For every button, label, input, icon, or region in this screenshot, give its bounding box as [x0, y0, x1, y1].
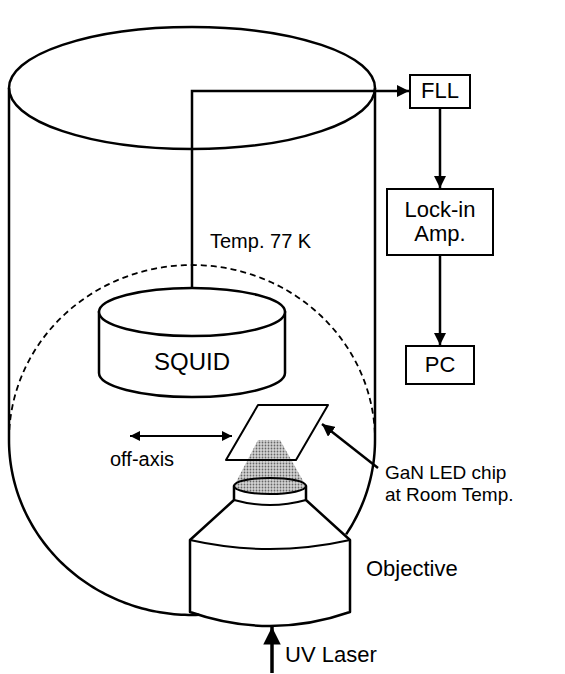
- temperature-label: Temp. 77 K: [210, 230, 311, 252]
- dewar-hidden-edge: [9, 265, 375, 440]
- offaxis-arrow: [130, 435, 232, 437]
- dewar-wall: [374, 88, 377, 440]
- node-text: FLL: [421, 79, 459, 103]
- motion-label: off-axis: [108, 448, 176, 471]
- signal-arrow: [439, 109, 442, 189]
- chip-leader: [322, 424, 378, 468]
- signal-arrow: [192, 91, 409, 287]
- text-block: Lock-in Amp.: [388, 198, 492, 246]
- text-block: FLL: [415, 79, 465, 103]
- text-block: SQUID: [98, 349, 286, 375]
- squid-sensor: SQUID: [98, 287, 286, 399]
- node-text: Lock-in Amp.: [394, 198, 486, 246]
- process-box: FLL: [409, 74, 471, 109]
- led-chip: [226, 405, 328, 460]
- dewar-bottom: [9, 440, 375, 615]
- node-text: PC: [425, 353, 456, 377]
- squid-outline: [98, 287, 286, 399]
- objective-label: Objective: [364, 556, 460, 581]
- text-block: PC: [419, 353, 462, 377]
- dewar-top: [9, 27, 375, 149]
- process-box: PC: [405, 345, 475, 385]
- laser-arrow: [270, 627, 274, 673]
- objective-aperture: [234, 478, 306, 494]
- laser-label: UV Laser: [283, 642, 379, 667]
- objective-ring: [190, 540, 350, 549]
- chip-callout: GaN LED chip at Room Temp.: [383, 462, 523, 506]
- dewar-wall: [8, 88, 11, 440]
- objective-ring: [234, 500, 306, 505]
- squid-top: [99, 288, 285, 336]
- objective-lens: [190, 486, 350, 626]
- text-block: Temp. 77 K: [210, 230, 311, 252]
- signal-arrow: [439, 256, 442, 345]
- dewar-vessel: SQUID Temp. 77 K: [8, 26, 376, 618]
- process-box: Lock-in Amp.: [386, 188, 494, 256]
- node-text: SQUID: [98, 349, 286, 375]
